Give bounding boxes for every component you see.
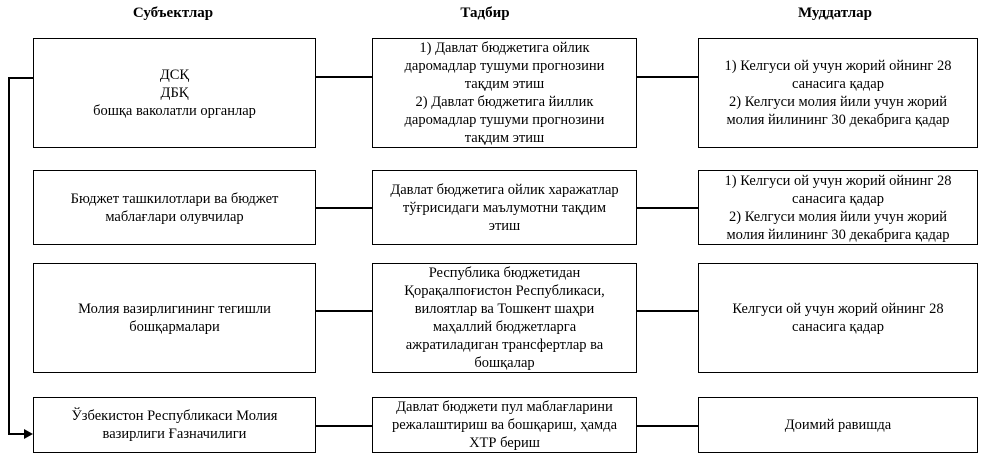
connector-4-b (637, 425, 698, 427)
subject-box-2: Бюджет ташкилотлари ва бюджет маблағлари… (33, 170, 316, 245)
connector-1-b (637, 76, 698, 78)
subject-text-1: ДСҚ ДБҚ бошқа ваколатли органлар (93, 67, 256, 119)
action-box-2: Давлат бюджетига ойлик харажатлар тўғрис… (372, 170, 637, 245)
connector-3-a (316, 310, 372, 312)
subject-text-3: Молия вазирлигининг тегишли бошқармалари (78, 301, 271, 335)
subject-box-1: ДСҚ ДБҚ бошқа ваколатли органлар (33, 38, 316, 148)
action-text-3: Республика бюджетидан Қорақалпоғистон Ре… (404, 265, 605, 371)
connector-3-b (637, 310, 698, 312)
connector-4-a (316, 425, 372, 427)
action-box-4: Давлат бюджети пул маблағларини режалашт… (372, 397, 637, 453)
connector-2-b (637, 207, 698, 209)
deadline-box-3: Келгуси ой учун жорий ойнинг 28 санасига… (698, 263, 978, 373)
action-text-1: 1) Давлат бюджетига ойлик даромадлар туш… (404, 40, 605, 146)
deadline-text-3: Келгуси ой учун жорий ойнинг 28 санасига… (732, 301, 944, 335)
left-connector-vertical (8, 77, 10, 434)
deadline-box-1: 1) Келгуси ой учун жорий ойнинг 28 санас… (698, 38, 978, 148)
left-connector-bottom (8, 433, 24, 435)
header-deadlines: Муддатлар (797, 5, 873, 21)
arrow-to-treasury (24, 429, 33, 439)
deadline-box-2: 1) Келгуси ой учун жорий ойнинг 28 санас… (698, 170, 978, 245)
deadline-box-4: Доимий равишда (698, 397, 978, 453)
action-text-4: Давлат бюджети пул маблағларини режалашт… (391, 399, 618, 451)
subject-text-4: Ўзбекистон Республикаси Молия вазирлиги … (71, 408, 278, 442)
deadline-text-1: 1) Келгуси ой учун жорий ойнинг 28 санас… (724, 58, 952, 128)
subject-box-4: Ўзбекистон Республикаси Молия вазирлиги … (33, 397, 316, 453)
header-action: Тадбир (460, 5, 510, 21)
connector-1-a (316, 76, 372, 78)
header-subjects: Субъектлар (132, 5, 214, 21)
subject-text-2: Бюджет ташкилотлари ва бюджет маблағлари… (70, 190, 279, 225)
left-connector-top (8, 77, 33, 79)
connector-2-a (316, 207, 372, 209)
subject-box-3: Молия вазирлигининг тегишли бошқармалари (33, 263, 316, 373)
deadline-text-4: Доимий равишда (784, 417, 892, 433)
action-text-2: Давлат бюджетига ойлик харажатлар тўғрис… (390, 181, 619, 234)
action-box-1: 1) Давлат бюджетига ойлик даромадлар туш… (372, 38, 637, 148)
action-box-3: Республика бюджетидан Қорақалпоғистон Ре… (372, 263, 637, 373)
deadline-text-2: 1) Келгуси ой учун жорий ойнинг 28 санас… (724, 172, 952, 243)
